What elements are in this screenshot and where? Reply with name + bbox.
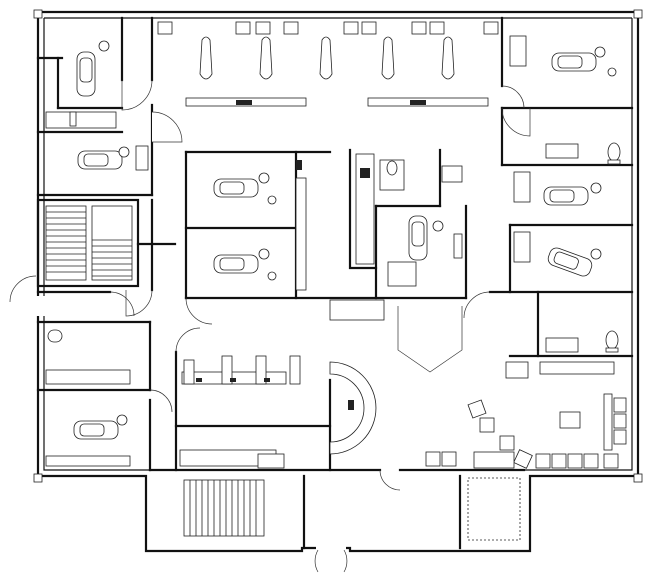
door-icon bbox=[501, 85, 525, 109]
wall-openings bbox=[34, 112, 346, 554]
cabinet-icon bbox=[355, 153, 375, 265]
dental-chair-icon bbox=[73, 420, 119, 440]
stools bbox=[98, 40, 617, 426]
dental-chair-icon bbox=[551, 52, 597, 72]
cabinet-icon bbox=[387, 261, 417, 287]
dental-chair-icon bbox=[547, 247, 593, 277]
waiting-area bbox=[425, 393, 627, 541]
cabinets bbox=[45, 35, 615, 469]
door-icon bbox=[175, 327, 201, 353]
dental-chair-icon bbox=[408, 215, 428, 261]
door-icon bbox=[314, 549, 348, 573]
dental-chair-icon bbox=[543, 186, 589, 206]
dental-chair-icon bbox=[77, 150, 123, 170]
lobby-fixtures bbox=[157, 21, 499, 107]
door-icon bbox=[501, 107, 531, 137]
door-icon bbox=[9, 275, 37, 303]
cabinet-icon bbox=[295, 177, 307, 291]
door-icon bbox=[149, 389, 173, 413]
doors bbox=[9, 79, 531, 573]
reception bbox=[183, 355, 377, 455]
stair-icon bbox=[45, 205, 265, 537]
door-icon bbox=[379, 469, 401, 491]
door-icon bbox=[121, 79, 153, 111]
door-icon bbox=[125, 289, 153, 317]
door-icon bbox=[109, 291, 135, 317]
door-icon bbox=[185, 297, 213, 325]
sink-icon bbox=[199, 36, 455, 80]
dental-chairs bbox=[73, 51, 597, 440]
dental-chair-icon bbox=[213, 178, 259, 198]
entry-vestibule bbox=[397, 306, 463, 373]
exterior-walls bbox=[33, 9, 643, 553]
chair-icon bbox=[425, 397, 627, 469]
door-icon bbox=[151, 111, 183, 143]
stool-icon bbox=[98, 40, 617, 426]
equipment bbox=[47, 111, 463, 382]
dental-chair-icon bbox=[76, 51, 96, 97]
cabinet-icon bbox=[329, 299, 385, 321]
dental-chair-icon bbox=[213, 254, 259, 274]
chair-icon bbox=[157, 21, 499, 35]
toilet-icon bbox=[386, 142, 621, 353]
interior-walls bbox=[36, 16, 634, 550]
door-icon bbox=[463, 291, 491, 319]
